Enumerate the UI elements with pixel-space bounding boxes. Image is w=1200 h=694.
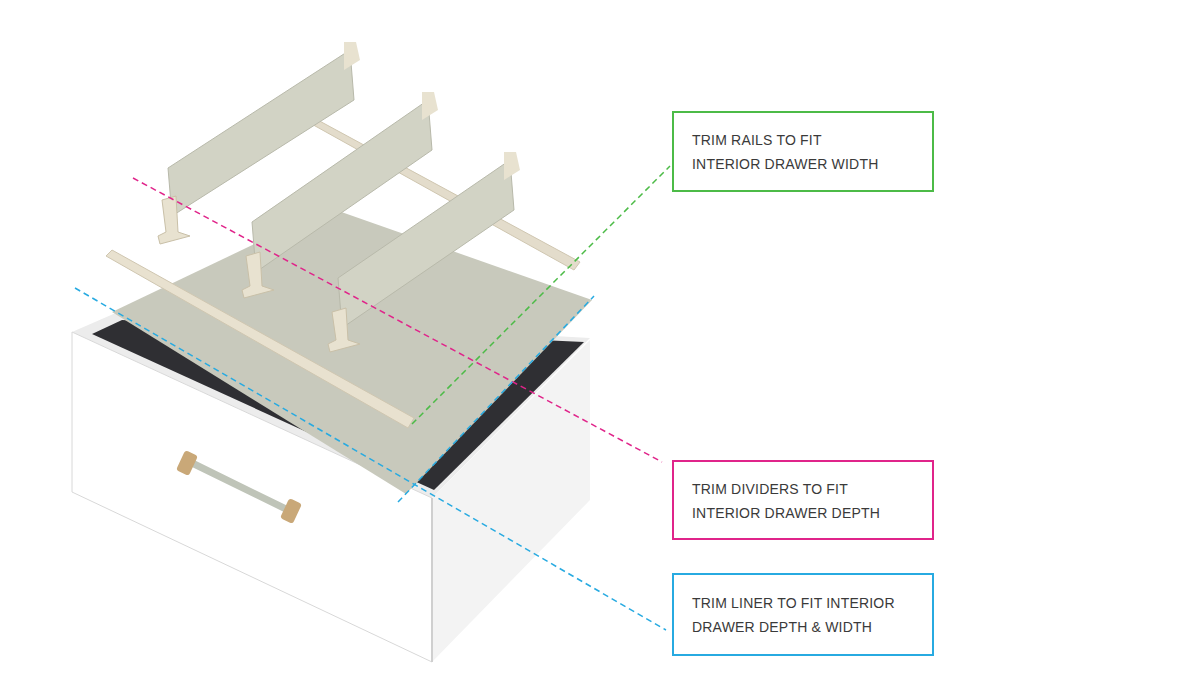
blue-leader-line [75, 288, 666, 630]
callout-box: TRIM RAILS TO FIT INTERIOR DRAWER WIDTH [672, 111, 934, 192]
divider-foot [158, 196, 190, 244]
blue-leader-line [398, 296, 594, 502]
divider-foot [328, 308, 360, 352]
callout-text: TRIM RAILS TO FIT INTERIOR DRAWER WIDTH [692, 128, 892, 176]
handle-end [280, 498, 302, 524]
drawer-handle-bar [190, 462, 292, 512]
divider-bracket [344, 42, 360, 70]
green-leader-line [412, 166, 670, 424]
handle-end [176, 450, 198, 476]
drawer-edge [431, 498, 433, 662]
callout-box: TRIM LINER TO FIT INTERIOR DRAWER DEPTH … [672, 573, 934, 656]
callout-box: TRIM DIVIDERS TO FIT INTERIOR DRAWER DEP… [672, 460, 934, 540]
divider-bracket [422, 92, 438, 120]
pink-leader-line [133, 178, 662, 462]
divider-foot [242, 252, 274, 298]
front-rail [106, 250, 414, 428]
callout-text: TRIM DIVIDERS TO FIT INTERIOR DRAWER DEP… [692, 477, 914, 525]
callout-text: TRIM LINER TO FIT INTERIOR DRAWER DEPTH … [692, 591, 914, 639]
divider-bracket [504, 152, 520, 180]
